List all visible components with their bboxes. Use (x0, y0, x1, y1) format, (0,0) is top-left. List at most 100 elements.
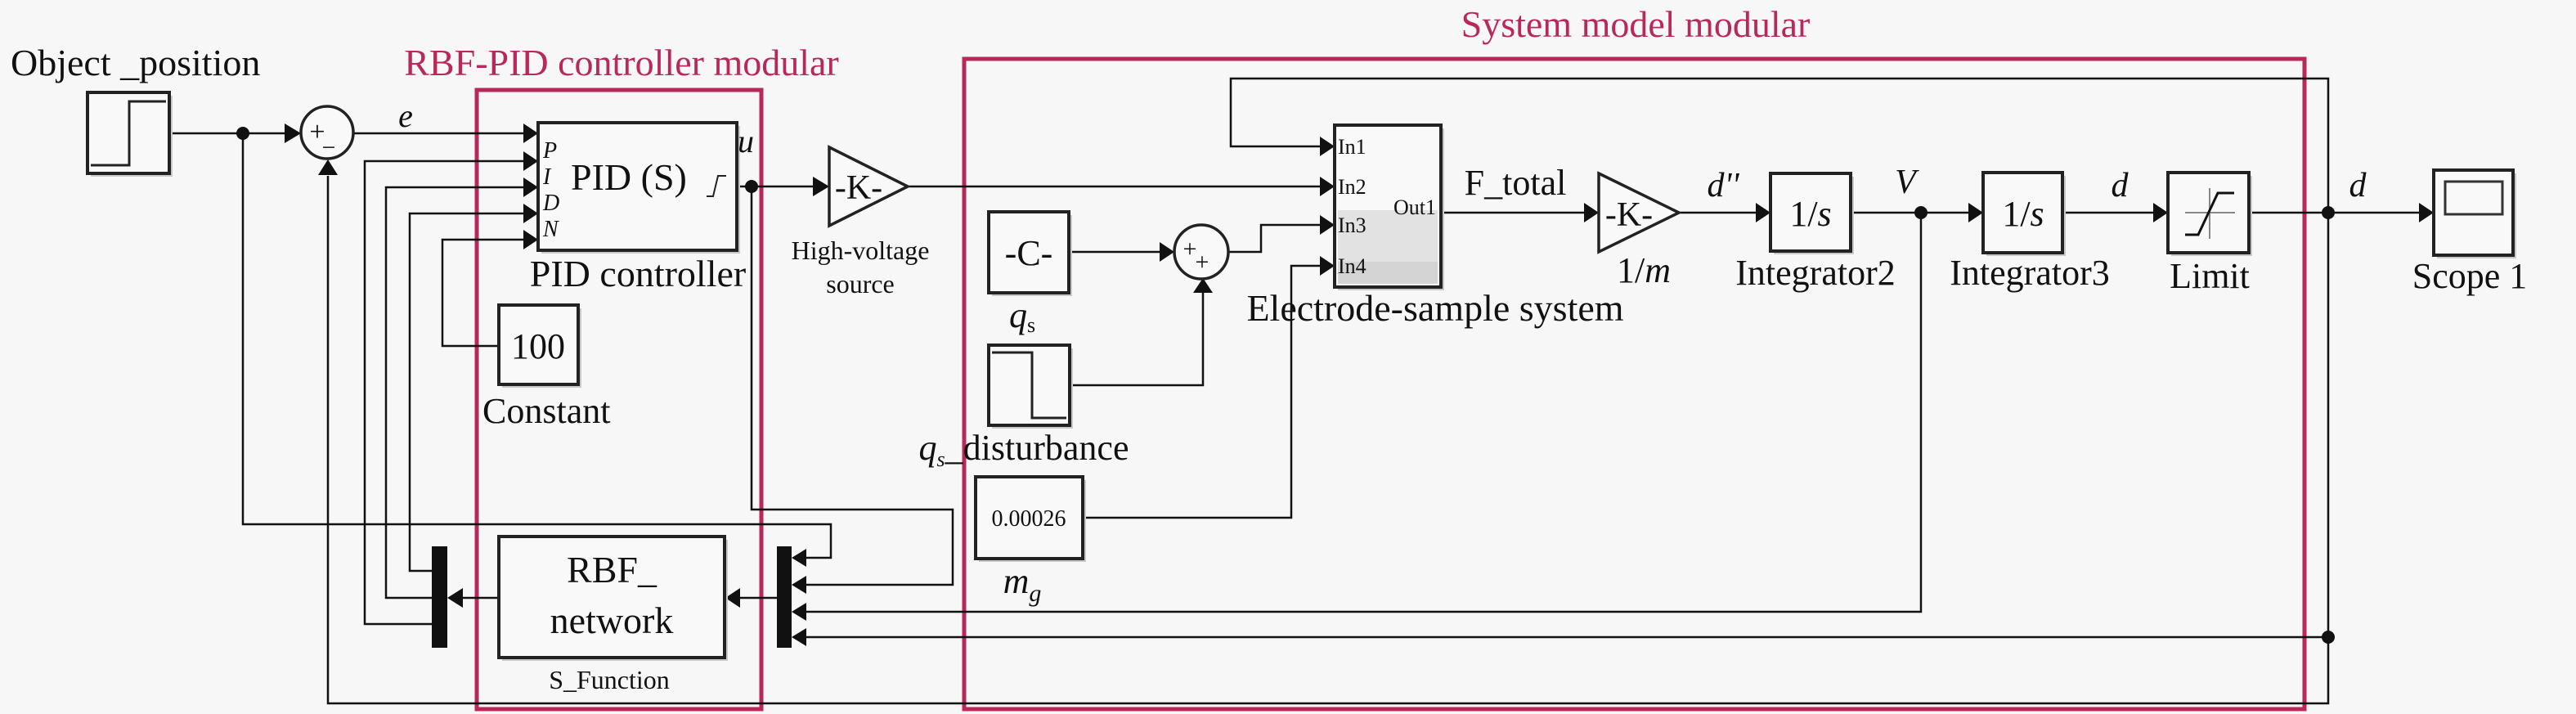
pid-port-i: I (542, 164, 552, 190)
arrow-icon (523, 204, 538, 223)
wire-u-to-mux (750, 186, 954, 586)
object-position-label: Object _position (11, 42, 260, 83)
limit-block[interactable] (2166, 171, 2252, 256)
wire-disturbance (1070, 288, 1205, 387)
pid-port-d: D (542, 191, 559, 216)
arrow-icon (523, 230, 538, 249)
demux-block[interactable] (432, 546, 447, 648)
arrow-icon (318, 159, 338, 175)
arrow-icon (1756, 203, 1770, 222)
rbf-network-block[interactable]: RBF_ network (497, 535, 728, 661)
wire-n (441, 238, 523, 348)
saturation-icon (2185, 191, 2234, 236)
rbf-pid-module-title: RBF-PID controller modular (404, 42, 839, 83)
mux-block[interactable] (777, 546, 792, 648)
wire-mg (1083, 264, 1321, 519)
pid-controller-label: PID controller (530, 253, 746, 294)
electrode-in3: In3 (1338, 213, 1367, 237)
qs-constant-block[interactable]: -C- (987, 210, 1072, 296)
rbf-pid-module-frame (474, 88, 764, 712)
integrator2-block[interactable]: 1/s (1769, 172, 1854, 254)
integrator3-block[interactable]: 1/s (1981, 171, 2066, 256)
integrator2-label: Integrator2 (1735, 253, 1895, 293)
mg-constant-block[interactable]: 0.00026 (974, 475, 1086, 562)
rbf-block-line2: network (550, 599, 674, 641)
signal-label-v: V (1895, 164, 1919, 201)
wire-sum2-out (1228, 223, 1321, 254)
wire-p (363, 159, 523, 626)
electrode-out1: Out1 (1393, 195, 1436, 219)
arrow-icon (1160, 242, 1174, 262)
inverse-mass-gain-block[interactable]: -K- (1597, 171, 1682, 254)
mg-label: mg (1003, 561, 1042, 607)
signal-label-f-total: F_total (1465, 163, 1567, 203)
signal-label-d-output: d (2349, 167, 2367, 204)
arrow-icon (2419, 203, 2434, 222)
wire-d-feedback-top (1229, 77, 2330, 213)
hv-gain-text: -K- (835, 169, 882, 207)
electrode-sample-system-block[interactable]: In1 In2 In3 In4 Out1 (1333, 123, 1444, 290)
hv-gain-label-line1: High-voltage (792, 236, 930, 265)
arrow-icon (523, 151, 538, 171)
arrow-icon (1968, 203, 1983, 222)
qs-disturbance-label: qs_disturbance (919, 428, 1129, 471)
wire-v-to-mux (806, 213, 1923, 613)
electrode-in1: In1 (1338, 135, 1367, 159)
pid-port-p: P (542, 138, 557, 164)
pid-block-text: PID (S) (571, 156, 687, 198)
constant-label: Constant (482, 391, 610, 431)
sum-block-error[interactable]: + − (299, 105, 355, 161)
system-model-module-title: System model modular (1461, 3, 1811, 45)
arrow-icon (285, 123, 301, 143)
junction-dot (2322, 206, 2335, 219)
arrow-icon (1193, 278, 1213, 293)
signal-label-d: d (2112, 167, 2129, 204)
system-model-module-frame (962, 56, 2307, 712)
sum-block-charge[interactable]: + + (1173, 223, 1230, 281)
wires (169, 77, 2434, 705)
high-voltage-gain-block[interactable]: -K- (828, 145, 911, 228)
arrow-icon (792, 549, 806, 567)
signal-label-d-ddot: d'' (1708, 167, 1740, 204)
integrator3-text: 1/s (2002, 194, 2044, 234)
junction-dot (236, 127, 249, 140)
wire-d (408, 212, 523, 573)
hv-gain-label-line2: source (826, 269, 895, 299)
rbf-block-line1: RBF_ (567, 549, 657, 591)
arrow-icon (792, 603, 806, 621)
arrow-icon (1584, 203, 1599, 222)
qs-disturbance-block[interactable] (987, 344, 1073, 429)
constant-100-block[interactable]: 100 (497, 303, 581, 388)
arrow-icon (1320, 256, 1335, 276)
wire-ref-to-mux (241, 133, 832, 559)
arrow-icon (792, 576, 806, 594)
arrow-icon (1320, 137, 1335, 156)
electrode-label: Electrode-sample system (1246, 287, 1623, 329)
junction-dot (2322, 631, 2335, 644)
electrode-in4: In4 (1338, 254, 1367, 278)
inverse-mass-label: 1/m (1617, 250, 1671, 290)
arrow-icon (2153, 203, 2168, 222)
plus-sign: + (309, 117, 325, 147)
scope-block[interactable] (2432, 168, 2516, 258)
arrow-icon (523, 123, 538, 143)
limit-label: Limit (2170, 256, 2250, 296)
qs-constant-text: -C- (1005, 233, 1053, 273)
mg-constant-value: 0.00026 (992, 506, 1066, 532)
pid-icon (707, 175, 726, 197)
wire-d-feedback-bottom (326, 176, 2330, 705)
object-position-block[interactable] (86, 91, 173, 177)
arrow-icon (725, 588, 740, 608)
arrow-icon (1320, 177, 1335, 196)
integrator3-label: Integrator3 (1950, 253, 2109, 293)
arrow-icon (813, 177, 829, 196)
step-icon (91, 100, 166, 167)
minus-sign: − (322, 134, 336, 161)
integrator2-text: 1/s (1789, 194, 1831, 234)
s-function-label: S_Function (549, 665, 670, 694)
scope-label: Scope 1 (2412, 256, 2528, 296)
signal-label-u: u (738, 123, 754, 159)
pid-controller-block[interactable]: P I D N PID (S) (536, 121, 740, 254)
qs-label: qs (1009, 295, 1035, 337)
